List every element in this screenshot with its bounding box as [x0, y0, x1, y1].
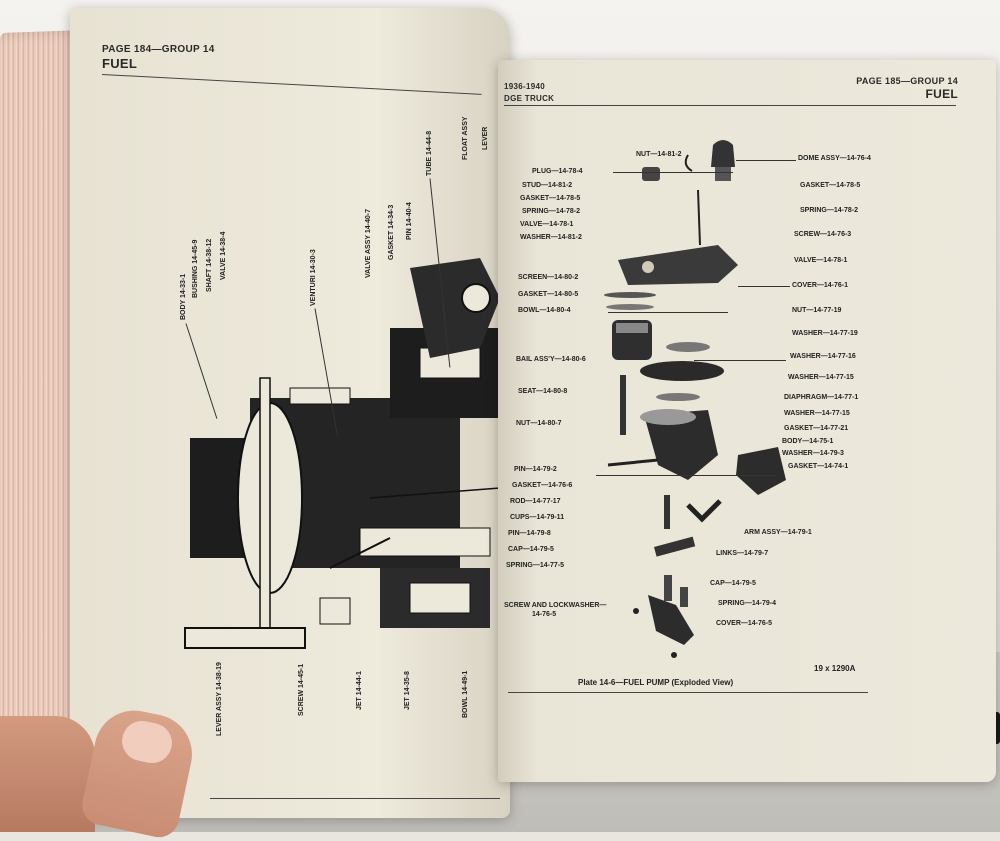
label-gasket: GASKET—14-80-5: [518, 291, 579, 298]
label-nut: NUT—14-77-19: [792, 307, 842, 314]
subheader-model: DGE TRUCK: [504, 94, 555, 103]
label-gasket: GASKET—14-78-5: [520, 195, 581, 202]
label-bowl: BOWL—14-80-4: [518, 307, 571, 314]
label-spring: SPRING—14-78-2: [800, 207, 858, 214]
label-gasket: GASKET—14-77-21: [784, 425, 849, 432]
label-links: LINKS—14-79-7: [716, 550, 769, 557]
leader-line: [738, 286, 790, 287]
label-shaft: SHAFT 14-38-12: [206, 238, 213, 292]
label-venturi: VENTURI 14-30-3: [310, 249, 317, 306]
label-cover: COVER—14-76-5: [716, 620, 773, 627]
plate-caption: Plate 14-6—FUEL PUMP (Exploded View): [578, 678, 734, 687]
label-jet-2: JET 14-35-8: [404, 671, 411, 710]
label-cap: CAP—14-79-5: [710, 580, 756, 587]
right-page: PAGE 185—GROUP 14 FUEL 1936-1940 DGE TRU…: [498, 60, 996, 782]
label-gasket: GASKET—14-78-5: [800, 182, 861, 189]
label-body: BODY—14-75-1: [782, 438, 834, 445]
label-washer: WASHER—14-81-2: [520, 234, 582, 241]
label-body: BODY 14-33-1: [180, 273, 187, 320]
label-pin: PIN—14-79-2: [514, 466, 557, 473]
left-header-rule: [101, 74, 482, 95]
plate-number: 19 x 1290A: [814, 664, 856, 673]
label-screw: SCREW 14-45-1: [298, 663, 305, 716]
label-valve: VALVE 14-38-4: [220, 231, 227, 280]
label-seat: SEAT—14-80-8: [518, 388, 568, 395]
label-spring: SPRING—14-77-5: [506, 562, 564, 569]
subheader-years: 1936-1940: [504, 82, 545, 91]
label-washer: WASHER—14-77-19: [792, 330, 858, 337]
right-page-header: PAGE 185—GROUP 14: [856, 76, 958, 86]
label-washer: WASHER—14-77-16: [790, 353, 856, 360]
label-screw: SCREW—14-76-3: [794, 231, 852, 238]
left-page-header: PAGE 184—GROUP 14: [102, 44, 215, 55]
label-washer: WASHER—14-79-3: [782, 450, 844, 457]
label-lever: LEVER: [482, 126, 489, 150]
label-lever-assy: LEVER ASSY 14-38-19: [216, 662, 223, 736]
label-bushing: BUSHING 14-45-9: [192, 239, 199, 298]
label-valve: VALVE—14-78-1: [520, 221, 574, 228]
label-gasket: GASKET—14-76-6: [512, 482, 573, 489]
fuel-pump-exploded-diagram: [604, 140, 786, 658]
label-dome-assy: DOME ASSY—14-76-4: [798, 155, 871, 162]
leader-line: [613, 172, 733, 173]
leader-line: [596, 475, 776, 476]
label-washer: WASHER—14-77-15: [788, 374, 854, 381]
label-gasket: GASKET 14-34-3: [388, 204, 395, 260]
label-pin: PIN—14-79-8: [508, 530, 551, 537]
label-float-assy: FLOAT ASSY: [462, 116, 469, 160]
left-footer-rule: [210, 798, 500, 799]
label-tube: TUBE 14-44-8: [426, 130, 433, 176]
label-bail-assy: BAIL ASS'Y—14-80-6: [516, 356, 586, 363]
carburetor-diagram: [184, 258, 501, 649]
leader-line: [608, 312, 728, 313]
label-washer: WASHER—14-77-15: [784, 410, 850, 417]
label-screen: SCREEN—14-80-2: [518, 274, 579, 281]
label-jet-1: JET 14-44-1: [356, 671, 363, 710]
right-footer-rule: [508, 692, 868, 693]
label-plug: PLUG—14-78-4: [532, 168, 583, 175]
label-arm-assy: ARM ASSY—14-79-1: [744, 529, 812, 536]
right-header-rule: [504, 105, 956, 106]
label-valve: VALVE—14-78-1: [794, 257, 848, 264]
label-valve-assy: VALVE ASSY 14-40-7: [365, 209, 372, 278]
leader-line: [694, 360, 786, 361]
label-nut: NUT—14-80-7: [516, 420, 562, 427]
label-nut: NUT—14-81-2: [636, 151, 682, 158]
leader-line: [736, 160, 796, 161]
hand: [0, 716, 95, 832]
right-page-section: FUEL: [925, 87, 958, 101]
label-stud: STUD—14-81-2: [522, 182, 573, 189]
label-cups: CUPS—14-79-11: [510, 514, 565, 521]
label-pin: PIN 14-40-4: [406, 202, 413, 240]
label-spring: SPRING—14-79-4: [718, 600, 776, 607]
label-screw-lockwasher-number: 14-76-5: [532, 611, 557, 618]
label-cap: CAP—14-79-5: [508, 546, 554, 553]
label-diaphragm: DIAPHRAGM—14-77-1: [784, 394, 859, 401]
label-rod: ROD—14-77-17: [510, 498, 561, 505]
left-page: PAGE 184—GROUP 14 FUEL BODY 14-33-1 BUSH…: [70, 8, 510, 818]
label-gasket: GASKET—14-74-1: [788, 463, 849, 470]
label-bowl: BOWL 14-49-1: [462, 670, 469, 718]
label-spring: SPRING—14-78-2: [522, 208, 580, 215]
label-cover: COVER—14-76-1: [792, 282, 849, 289]
left-page-section: FUEL: [102, 56, 138, 71]
label-screw-lockwasher: SCREW AND LOCKWASHER—: [504, 602, 607, 609]
